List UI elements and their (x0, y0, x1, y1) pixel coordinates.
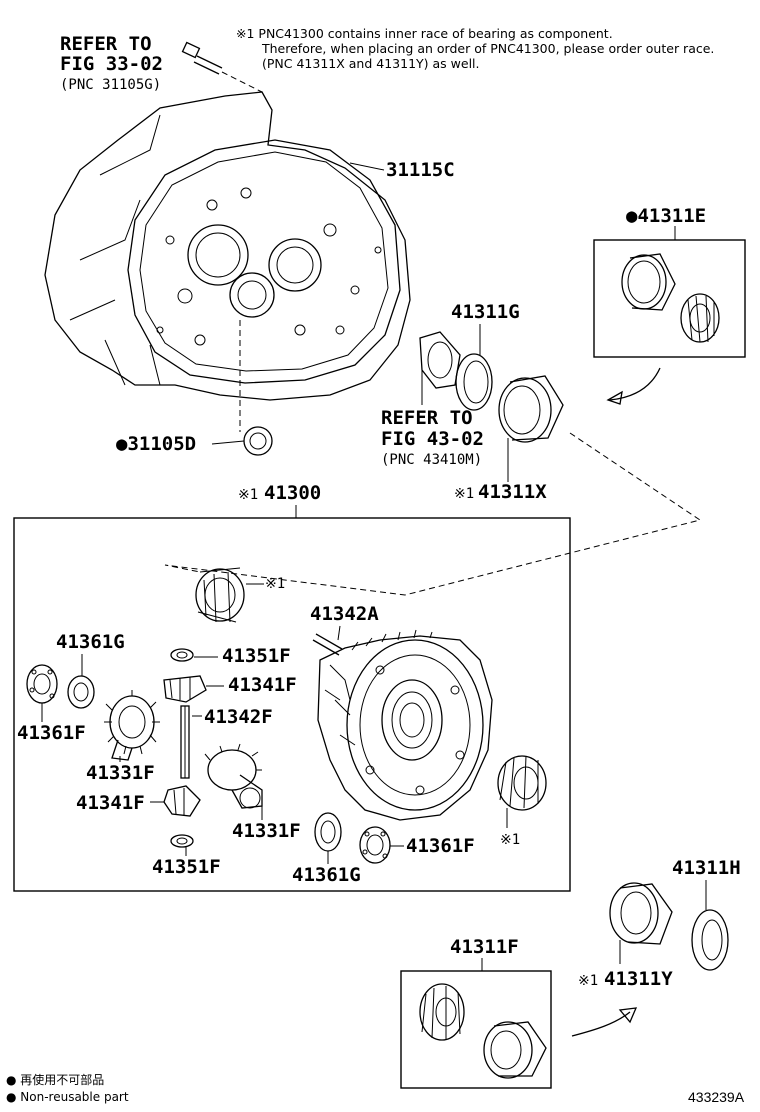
label-41361F-a[interactable]: 41361F (17, 722, 86, 744)
bearing-41311E-drawing (621, 253, 720, 343)
label-41311X[interactable]: 41311X (478, 481, 547, 503)
label-brg-mark: ※1 (500, 832, 520, 848)
legend: ● 再使用不可部品 ● Non-reusable part (6, 1072, 129, 1104)
refer-fig43-line2: FIG 43-02 (381, 428, 484, 450)
refer-fig33-line3: (PNC 31105G) (60, 77, 161, 93)
refer-fig-43-02[interactable]: REFER TO FIG 43-02 (PNC 43410M) (381, 407, 484, 468)
illustration-code: 433239A (688, 1089, 745, 1105)
side-gear-41331F-a-drawing (104, 690, 160, 761)
label-41311G[interactable]: 41311G (451, 301, 520, 323)
label-41311E[interactable]: ●41311E (626, 205, 706, 227)
label-31115C[interactable]: 31115C (386, 159, 455, 181)
bearing-inner-right-drawing (497, 755, 547, 811)
label-41311Y-mark: ※1 (578, 973, 598, 989)
washer-41361G-a-drawing (67, 675, 95, 709)
legend-en: ● Non-reusable part (6, 1090, 129, 1104)
label-41351F-b[interactable]: 41351F (152, 856, 221, 878)
shim-41311H-drawing (691, 909, 729, 971)
label-41331F-b[interactable]: 41331F (232, 820, 301, 842)
shim-41311G-drawing (455, 353, 493, 411)
refer-fig-33-02[interactable]: REFER TO FIG 33-02 (PNC 31105G) (60, 33, 163, 93)
seal-43410M-drawing (419, 331, 461, 389)
washer-41361G-b-drawing (314, 812, 342, 852)
note-line-2: Therefore, when placing an order of PNC4… (261, 41, 714, 56)
differential-assembly-box (13, 517, 571, 892)
shaft-41342F-drawing (180, 705, 190, 779)
label-41341F-b[interactable]: 41341F (76, 792, 145, 814)
outer-race-41311Y-drawing (609, 882, 673, 945)
nut-41351F-b-drawing (170, 834, 194, 848)
seal-31105D-drawing (243, 426, 273, 456)
label-41300-mark: ※1 (238, 487, 258, 503)
label-41361F-b[interactable]: 41361F (406, 835, 475, 857)
bearing-41311F-drawing (419, 983, 547, 1079)
side-gear-41331F-b-drawing (204, 743, 263, 809)
arrow-41311F (571, 1011, 631, 1037)
refer-fig33-line1: REFER TO (60, 33, 152, 55)
refer-fig33-line2: FIG 33-02 (60, 53, 163, 75)
refer-fig43-line1: REFER TO (381, 407, 473, 429)
note-line-1: ※1 PNC41300 contains inner race of beari… (236, 26, 613, 41)
washer-41361F-a-drawing (26, 664, 58, 704)
differential-case-drawing (317, 629, 493, 821)
outer-race-41311X-drawing (498, 375, 564, 443)
label-41342F[interactable]: 41342F (204, 706, 273, 728)
bearing-inner-top-drawing (195, 567, 245, 623)
label-41311X-mark: ※1 (454, 486, 474, 502)
washer-41361F-b-drawing (359, 826, 391, 864)
pinion-41341F-a-drawing (163, 675, 207, 703)
label-cup-mark: ※1 (265, 576, 285, 592)
legend-jp: ● 再使用不可部品 (6, 1072, 104, 1087)
bearing-41311E-box (593, 239, 746, 358)
bearing-41311F-box (400, 970, 552, 1089)
label-41342A[interactable]: 41342A (310, 603, 379, 625)
note-line-3: (PNC 41311X and 41311Y) as well. (262, 56, 480, 71)
transaxle-housing-drawing (44, 91, 411, 432)
label-41351F-a[interactable]: 41351F (222, 645, 291, 667)
bolt-drawing (181, 41, 263, 93)
ordering-note: ※1 PNC41300 contains inner race of beari… (236, 26, 714, 71)
label-41341F-a[interactable]: 41341F (228, 674, 297, 696)
refer-fig43-line3: (PNC 43410M) (381, 452, 482, 468)
label-41311Y[interactable]: 41311Y (604, 968, 673, 990)
label-41300[interactable]: 41300 (264, 482, 321, 504)
label-41361G-a[interactable]: 41361G (56, 631, 125, 653)
label-31105D[interactable]: ●31105D (116, 433, 196, 455)
arrow-41311E (609, 367, 661, 401)
label-41331F-a[interactable]: 41331F (86, 762, 155, 784)
label-41311H[interactable]: 41311H (672, 857, 741, 879)
nut-41351F-a-drawing (170, 648, 194, 662)
label-41361G-b[interactable]: 41361G (292, 864, 361, 886)
pinion-41341F-b-drawing (163, 785, 201, 817)
label-41311F[interactable]: 41311F (450, 936, 519, 958)
